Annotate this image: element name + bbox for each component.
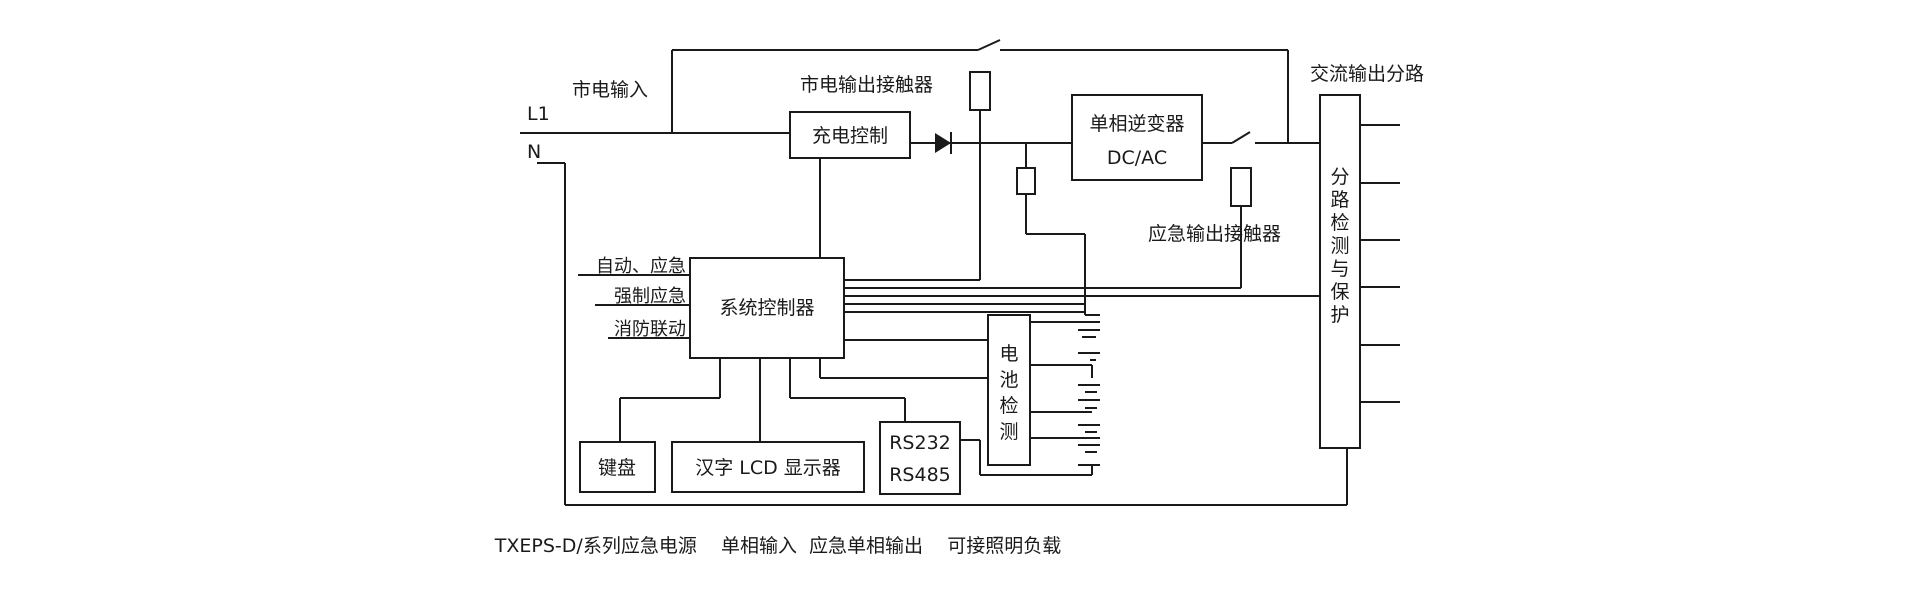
ac-branches-label: 交流输出分路 — [1310, 63, 1424, 85]
lcd-label: 汉字 LCD 显示器 — [695, 457, 841, 479]
free-labels: 市电输入 L1 N 市电输出接触器 应急输出接触器 交流输出分路 自动、应急 强… — [527, 63, 1424, 340]
battery-check-char: 电 — [999, 343, 1018, 365]
branch-protect-char: 与 — [1330, 258, 1349, 280]
keyboard-label: 键盘 — [598, 457, 636, 479]
forced-emergency-label: 强制应急 — [614, 286, 686, 307]
lcd-block: 汉字 LCD 显示器 — [671, 441, 865, 493]
battery-check-block: 电 池 检 测 — [987, 314, 1031, 466]
charge-control-block: 充电控制 — [789, 111, 911, 159]
charge-control-label: 充电控制 — [812, 125, 888, 147]
branch-protect-char: 保 — [1330, 281, 1349, 303]
diagram-caption: TXEPS-D/系列应急电源 单相输入 应急单相输出 可接照明负载 — [494, 535, 1061, 557]
branch-protect-char: 检 — [1330, 212, 1349, 234]
rs485-label: RS485 — [889, 464, 951, 486]
dc-bus — [910, 131, 1320, 154]
mains-contactor-coil — [969, 71, 991, 111]
system-controller-label: 系统控制器 — [719, 297, 814, 319]
emergency-contactor-label: 应急输出接触器 — [1148, 223, 1281, 245]
rs232-label: RS232 — [889, 432, 951, 454]
battery-sense-coil — [1016, 167, 1036, 195]
mains-contactor-label: 市电输出接触器 — [800, 74, 933, 96]
contactors — [844, 71, 1252, 315]
l1-label: L1 — [527, 103, 550, 125]
fire-link-label: 消防联动 — [614, 319, 686, 340]
branch-protect-block: 分 路 检 测 与 保 护 — [1319, 94, 1361, 449]
keyboard-block: 键盘 — [579, 441, 656, 493]
battery-check-char: 检 — [999, 395, 1018, 417]
battery-check-char: 测 — [999, 421, 1018, 443]
branch-protect-char: 分 — [1330, 166, 1349, 188]
branch-protect-char: 测 — [1330, 235, 1349, 257]
branch-protect-char: 路 — [1330, 189, 1349, 211]
inverter-label-1: 单相逆变器 — [1089, 113, 1184, 135]
emergency-switch-blade — [1231, 131, 1251, 144]
mains-input-label: 市电输入 — [572, 79, 648, 101]
mains-switch-blade — [977, 39, 1001, 51]
inverter-label-2: DC/AC — [1107, 147, 1167, 169]
input-wiring — [520, 39, 1348, 506]
n-label: N — [527, 141, 541, 163]
rs-port-block: RS232 RS485 — [879, 421, 961, 495]
diode-icon — [935, 133, 951, 153]
ac-output-branches — [1360, 124, 1400, 403]
branch-protect-char: 护 — [1330, 304, 1349, 326]
inverter-block: 单相逆变器 DC/AC — [1071, 94, 1203, 181]
auto-emergency-label: 自动、应急 — [596, 256, 686, 277]
battery-check-char: 池 — [999, 369, 1018, 391]
emergency-contactor-coil — [1230, 167, 1252, 207]
system-controller-block: 系统控制器 — [689, 257, 845, 359]
controller-bus — [578, 158, 1320, 442]
